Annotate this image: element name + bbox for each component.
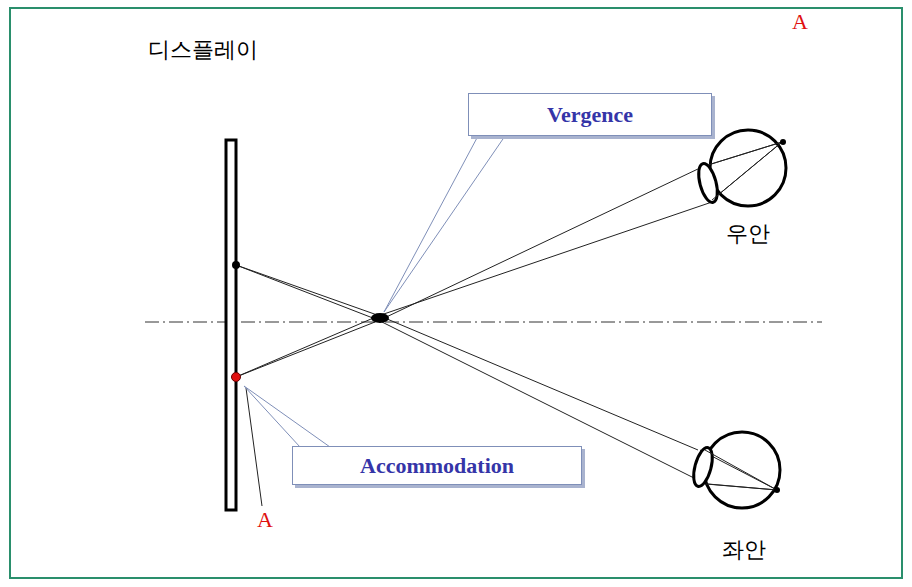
left-eye — [690, 432, 780, 508]
image-point — [232, 261, 240, 269]
callout-text: Vergence — [547, 102, 633, 128]
callout-box: Accommodation — [292, 446, 582, 485]
point-label: A — [257, 508, 273, 532]
light-rays — [236, 142, 782, 506]
eye-label: 우안 — [726, 222, 770, 246]
optical-axis — [145, 322, 822, 323]
image-point — [232, 373, 241, 382]
callout-text: Accommodation — [360, 453, 514, 479]
point-label: A — [792, 10, 808, 34]
callout-tail — [244, 136, 505, 447]
callout-box: Vergence — [468, 93, 712, 136]
vergence-point — [371, 313, 389, 323]
right-eye — [695, 130, 786, 206]
frame — [10, 8, 902, 578]
display-label: 디스플레이 — [148, 38, 258, 62]
eye-label: 좌안 — [722, 538, 766, 562]
display-panel — [226, 140, 236, 510]
